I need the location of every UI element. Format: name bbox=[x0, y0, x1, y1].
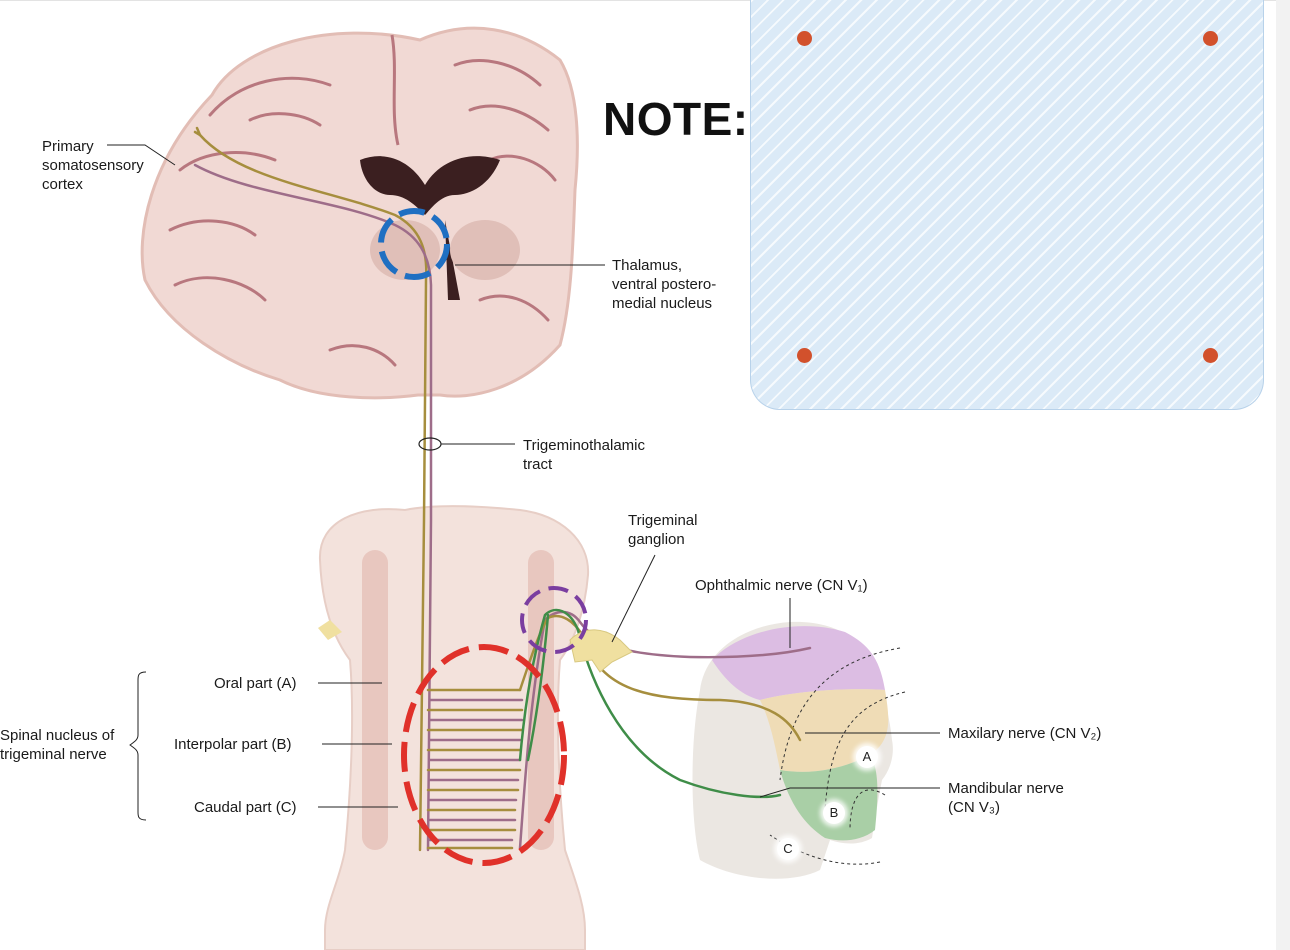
brain-sulci bbox=[168, 59, 557, 367]
dermatome-boundaries bbox=[779, 647, 906, 831]
leader-ganglion bbox=[611, 554, 656, 643]
leader-mandibular bbox=[759, 787, 940, 798]
note-box[interactable] bbox=[750, 0, 1264, 410]
caudal-part-label: Caudal part (C) bbox=[194, 799, 297, 816]
ophthalmic-label: Ophthalmic nerve (CN V₁) bbox=[695, 577, 868, 594]
mandibular-zone bbox=[780, 755, 878, 841]
ganglion-highlight-circle bbox=[520, 586, 588, 654]
spinal-nucleus-label: Spinal nucleus of trigeminal nerve bbox=[0, 727, 115, 763]
longitudinal-fissure bbox=[390, 34, 400, 146]
green-descending bbox=[526, 613, 550, 762]
tract-label: Trigeminothalamic tract bbox=[523, 437, 645, 473]
mauve-fiber-main bbox=[193, 163, 433, 852]
tan-crossing-fibers bbox=[426, 688, 524, 850]
brainstem-section-icon bbox=[318, 505, 590, 950]
nucleus-brace bbox=[129, 671, 147, 821]
tan-fiber-main bbox=[198, 133, 428, 852]
leader-lines bbox=[107, 144, 940, 821]
primary-cortex-label: Primary somatosensory cortex bbox=[42, 138, 144, 193]
oral-part-label: Oral part (A) bbox=[214, 675, 297, 692]
pin-top-right bbox=[1203, 31, 1218, 46]
thalamus-highlight-circle bbox=[378, 208, 450, 280]
mauve-crossing-fibers bbox=[428, 698, 524, 842]
maxillary-label: Maxilary nerve (CN V₂) bbox=[948, 725, 1102, 742]
left-column bbox=[362, 550, 388, 850]
pin-top-left bbox=[797, 31, 812, 46]
leader-cortex bbox=[107, 144, 176, 166]
pin-bottom-right bbox=[1203, 348, 1218, 363]
top-border bbox=[0, 0, 1276, 1]
face-zone-a-label: A bbox=[856, 746, 878, 768]
face-zone-b-label: B bbox=[823, 802, 845, 824]
ophthalmic-zone bbox=[712, 626, 885, 700]
pin-bottom-left bbox=[797, 348, 812, 363]
note-title: NOTE: bbox=[603, 93, 749, 145]
mandibular-label: Mandibular nerve (CN V₃) bbox=[948, 780, 1064, 816]
thalamus-region-right bbox=[450, 220, 520, 280]
face-zone-c-label: C bbox=[777, 838, 799, 860]
ophthalmic-fiber bbox=[518, 610, 812, 850]
interpolar-part-label: Interpolar part (B) bbox=[174, 736, 292, 753]
cortex-arrow bbox=[193, 126, 202, 137]
trigeminal-ganglion-shape bbox=[569, 629, 633, 673]
lateral-ventricles bbox=[360, 156, 500, 215]
ganglion-label: Trigeminal ganglion bbox=[628, 512, 698, 548]
spinal-nucleus-highlight-oval bbox=[401, 644, 567, 866]
thalamus-label: Thalamus, ventral postero- medial nucleu… bbox=[612, 257, 717, 312]
vertical-scrollbar[interactable] bbox=[1276, 0, 1290, 950]
left-nerve-stub bbox=[318, 620, 342, 640]
